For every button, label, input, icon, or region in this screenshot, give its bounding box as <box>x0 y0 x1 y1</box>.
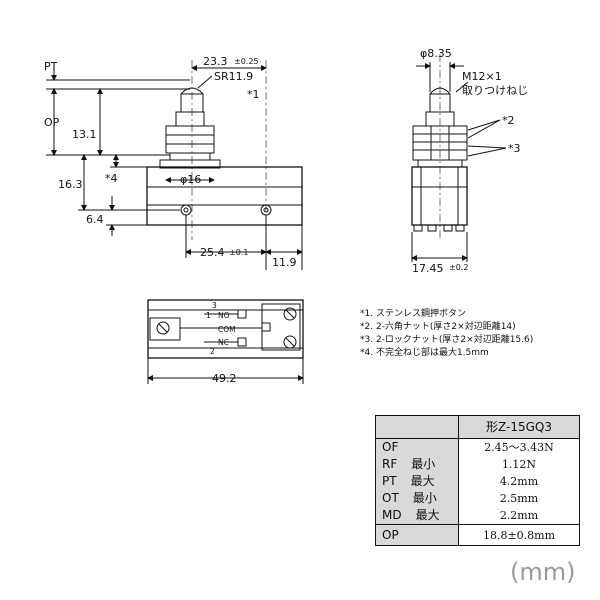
spec-label: PT <box>382 474 397 488</box>
side-view <box>411 54 507 262</box>
spec-value: 1.12N <box>458 456 580 473</box>
tol-23-3: ±0.25 <box>234 57 259 66</box>
com-label: COM <box>218 325 236 334</box>
phi16-label: φ16 <box>180 173 201 186</box>
phi835-label: φ8.35 <box>420 47 452 60</box>
note-4: *4. 不完全ねじ部は最大1.5mm <box>360 346 489 358</box>
terminal-body <box>147 299 304 359</box>
spec-row-ot: OT 最小 2.5mm <box>375 490 580 507</box>
spec-value: 4.2mm <box>458 473 580 490</box>
front-view-labels: PT OP 23.3 ±0.25 SR11.9 *1 13.1 16.3 *4 … <box>44 55 297 269</box>
switch-body <box>146 166 303 226</box>
op-label: OP <box>44 116 60 129</box>
dim-17-45: 17.45 <box>412 262 444 275</box>
unit-label: (mm) <box>510 558 576 586</box>
ref-4: *4 <box>105 172 118 185</box>
hex-nut <box>165 125 215 136</box>
spec-label: MD <box>382 508 402 522</box>
note-2: *2. 2-六角ナット(厚さ2×対辺距離14) <box>360 320 516 332</box>
spec-qualifier: 最大 <box>415 508 440 522</box>
spec-label: OF <box>382 440 399 454</box>
spec-qualifier: 最小 <box>412 491 437 505</box>
sr-label: SR11.9 <box>214 70 253 83</box>
terminal-view <box>147 299 304 384</box>
terminal-1-label: 1 <box>206 311 211 320</box>
spec-label: OP <box>382 527 399 542</box>
spec-table: 形Z-15GQ3 OF 2.45〜3.43N RF 最小 1.12N PT 最大 4… <box>375 415 580 546</box>
dim-16-3: 16.3 <box>58 178 83 191</box>
spec-value: 2.45〜3.43N <box>458 438 580 456</box>
note-3: *3. 2-ロックナット(厚さ2×対辺距離15.6) <box>360 333 533 345</box>
terminal-3-label: 3 <box>212 301 217 310</box>
tol-25-4: ±0.1 <box>229 248 248 257</box>
model-name: 形Z-15GQ3 <box>458 415 580 439</box>
tol-17-45: ±0.2 <box>449 263 468 272</box>
dim-6-4: 6.4 <box>86 213 104 226</box>
ref-1: *1 <box>247 88 260 101</box>
terminal-screw-com <box>156 321 170 335</box>
nc-label: NC <box>218 338 229 347</box>
spec-value: 2.2mm <box>458 507 580 525</box>
spec-row-pt: PT 最大 4.2mm <box>375 473 580 490</box>
terminal-2-label: 2 <box>210 347 215 356</box>
front-view <box>46 60 303 270</box>
dim-25-4: 25.4 <box>200 246 225 259</box>
ref-2: *2 <box>502 114 515 127</box>
terminal-screw-no <box>283 307 297 321</box>
spec-row-rf: RF 最小 1.12N <box>375 456 580 473</box>
terminal-screw-nc <box>283 335 297 349</box>
side-body <box>411 166 468 226</box>
side-view-labels: φ8.35 M12×1 取りつけねじ *2 *3 17.45 ±0.2 <box>412 47 528 275</box>
notes: *1. ステンレス鋼押ボタン *2. 2-六角ナット(厚さ2×対辺距離14) *… <box>360 307 533 358</box>
spec-qualifier: 最小 <box>411 457 436 471</box>
note-1: *1. ステンレス鋼押ボタン <box>360 307 466 319</box>
no-label: NO <box>218 311 230 320</box>
spec-header-row: 形Z-15GQ3 <box>375 415 580 439</box>
dim-23-3: 23.3 <box>203 55 228 68</box>
spec-row-op: OP 18.8±0.8mm <box>375 524 580 546</box>
pt-label: PT <box>44 60 58 73</box>
spec-row-md: MD 最大 2.2mm <box>375 507 580 525</box>
ref-3: *3 <box>508 142 521 155</box>
dim-11-9: 11.9 <box>272 256 297 269</box>
spec-label: OT <box>382 491 399 505</box>
dim-13-1: 13.1 <box>72 128 97 141</box>
thread-label: M12×1 <box>462 70 502 83</box>
spec-value: 18.8±0.8mm <box>458 524 580 546</box>
dim-49-2: 49.2 <box>212 372 237 385</box>
spec-qualifier: 最大 <box>410 474 435 488</box>
mount-label: 取りつけねじ <box>462 84 528 97</box>
spec-value: 2.5mm <box>458 490 580 507</box>
terminal-view-labels: 3 1 NO COM NC 2 49.2 <box>206 301 237 385</box>
lock-nut <box>165 143 215 154</box>
spec-label: RF <box>382 457 398 471</box>
spec-row-of: OF 2.45〜3.43N <box>375 438 580 456</box>
